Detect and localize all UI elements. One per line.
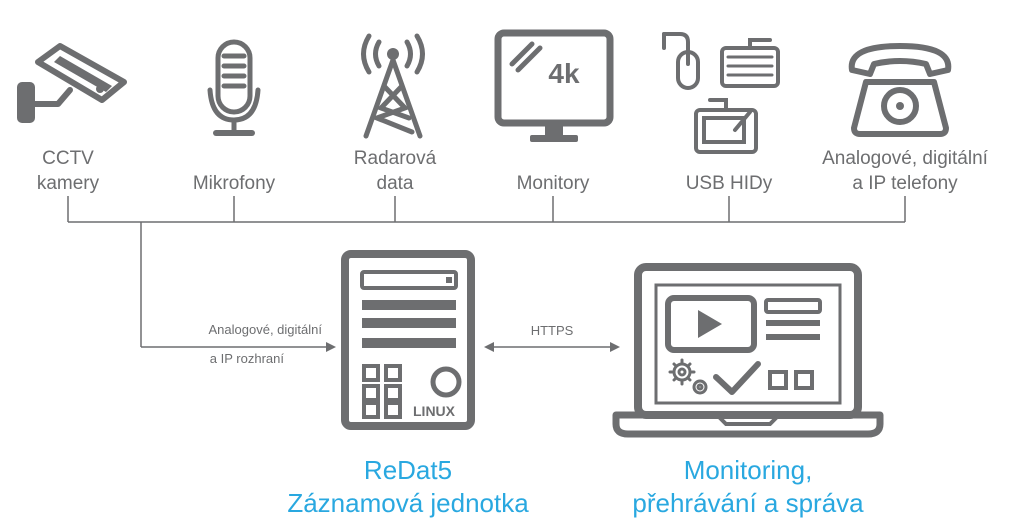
interface-arrow-head bbox=[326, 342, 336, 352]
checkmark-icon bbox=[713, 361, 761, 395]
interface-label-line2: a IP rozhraní bbox=[209, 351, 284, 366]
client-title: Monitoring,přehrávání a správa bbox=[632, 455, 864, 518]
settings-gears-icon bbox=[668, 358, 708, 395]
device-label-microphones: Mikrofony bbox=[192, 173, 276, 194]
microphone-icon bbox=[207, 39, 261, 136]
usb-hid-icon bbox=[662, 32, 780, 154]
telephone-icon bbox=[848, 43, 952, 137]
interface-label: Analogové, digitální bbox=[208, 322, 322, 337]
server-os-label: LINUX bbox=[413, 403, 456, 419]
monitor-badge: 4k bbox=[548, 58, 580, 89]
device-bus-lines bbox=[67, 196, 906, 348]
play-icon bbox=[698, 310, 722, 338]
cctv-camera-icon bbox=[17, 43, 127, 123]
device-label-monitors: Monitory bbox=[516, 173, 590, 194]
device-label-usb-hid: USB HIDy bbox=[685, 173, 773, 194]
radar-tower-icon bbox=[361, 33, 425, 139]
protocol-label: HTTPS bbox=[530, 323, 574, 338]
laptop-icon bbox=[612, 263, 884, 438]
server-icon: LINUX bbox=[341, 250, 475, 430]
video-player-icon bbox=[665, 295, 757, 353]
https-arrow bbox=[484, 342, 620, 352]
monitor-icon: 4k bbox=[494, 29, 614, 142]
